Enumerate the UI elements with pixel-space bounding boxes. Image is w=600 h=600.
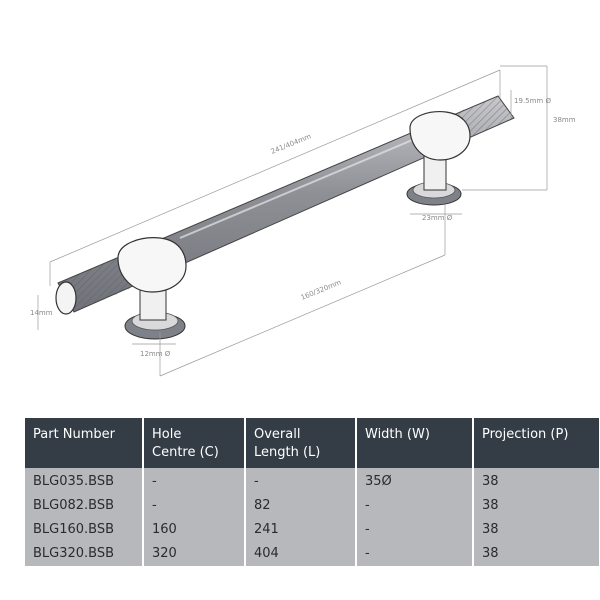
cell-overall-length: 241 xyxy=(245,518,357,542)
cell-part-number: BLG082.BSB xyxy=(25,494,144,518)
cell-part-number: BLG160.BSB xyxy=(25,518,144,542)
cell-projection: 38 xyxy=(473,468,600,494)
cell-overall-length: - xyxy=(245,468,357,494)
product-drawing: 241/404mm 160/320mm 19.5mm Ø 38mm 23mm Ø… xyxy=(30,65,576,377)
header-part-number: Part Number xyxy=(25,418,144,468)
table-row: BLG320.BSB 320 404 - 38 xyxy=(25,542,600,566)
left-base-diameter-label: 12mm Ø xyxy=(140,350,171,358)
cell-hole-centre: - xyxy=(143,494,246,518)
right-post xyxy=(406,111,471,206)
right-base-diameter-label: 23mm Ø xyxy=(422,214,453,222)
overall-length-label: 241/404mm xyxy=(270,132,313,155)
cell-projection: 38 xyxy=(473,542,600,566)
cell-width: - xyxy=(356,518,474,542)
cell-width: - xyxy=(356,542,474,566)
bar-diameter-label: 19.5mm Ø xyxy=(514,97,551,105)
hole-centre-label: 160/320mm xyxy=(300,278,343,301)
cell-part-number: BLG320.BSB xyxy=(25,542,144,566)
cell-width: - xyxy=(356,494,474,518)
end-height-label: 14mm xyxy=(30,309,53,317)
projection-label: 38mm xyxy=(553,116,576,124)
bar-end-cap xyxy=(55,281,77,315)
header-projection: Projection (P) xyxy=(473,418,600,468)
cell-width: 35Ø xyxy=(356,468,474,494)
cell-overall-length: 404 xyxy=(245,542,357,566)
cell-part-number: BLG035.BSB xyxy=(25,468,144,494)
cell-hole-centre: - xyxy=(143,468,246,494)
cell-hole-centre: 320 xyxy=(143,542,246,566)
table-row: BLG082.BSB - 82 - 38 xyxy=(25,494,600,518)
table-row: BLG035.BSB - - 35Ø 38 xyxy=(25,468,600,494)
table-row: BLG160.BSB 160 241 - 38 xyxy=(25,518,600,542)
cell-projection: 38 xyxy=(473,518,600,542)
left-post xyxy=(117,237,187,340)
cell-projection: 38 xyxy=(473,494,600,518)
cell-overall-length: 82 xyxy=(245,494,357,518)
header-width: Width (W) xyxy=(356,418,474,468)
dimension-lines xyxy=(37,65,548,377)
cell-hole-centre: 160 xyxy=(143,518,246,542)
